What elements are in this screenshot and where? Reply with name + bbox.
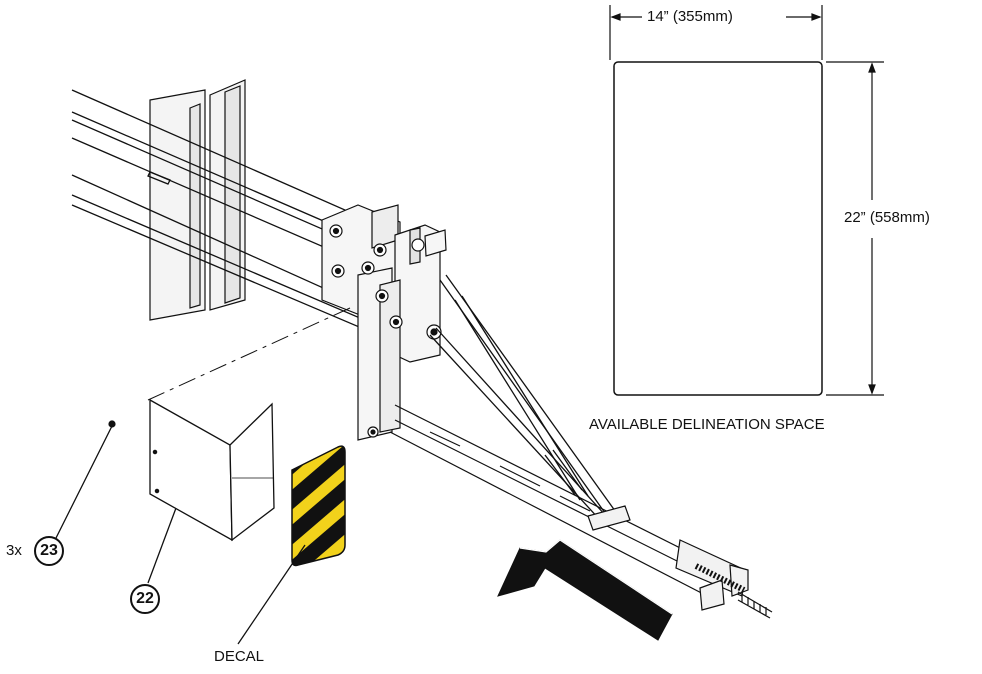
upright-post-left (149, 79, 246, 321)
traffic-flow-arrow (497, 539, 673, 641)
callout-22: 22 (130, 584, 160, 614)
bolts (329, 224, 442, 438)
threaded-rod (694, 563, 773, 619)
mount-bracket (321, 204, 447, 441)
width-dimension (609, 5, 823, 60)
height-dimension-label: 22” (558mm) (844, 209, 930, 226)
quantity-label-23: 3x (6, 542, 22, 559)
strut-clamp (587, 505, 749, 611)
diagonal-struts (429, 274, 619, 521)
decal-label: DECAL (214, 648, 265, 665)
leader-lines (55, 425, 306, 645)
height-dimension (826, 61, 884, 396)
cover-plate (149, 398, 275, 542)
delineation-panel-outline (613, 61, 823, 396)
decal-hazard (291, 445, 346, 567)
assembly-line (147, 307, 351, 401)
callout-23: 23 (34, 536, 64, 566)
delineation-space-label: AVAILABLE DELINEATION SPACE (589, 416, 825, 433)
width-dimension-label: 14” (355mm) (647, 8, 733, 25)
